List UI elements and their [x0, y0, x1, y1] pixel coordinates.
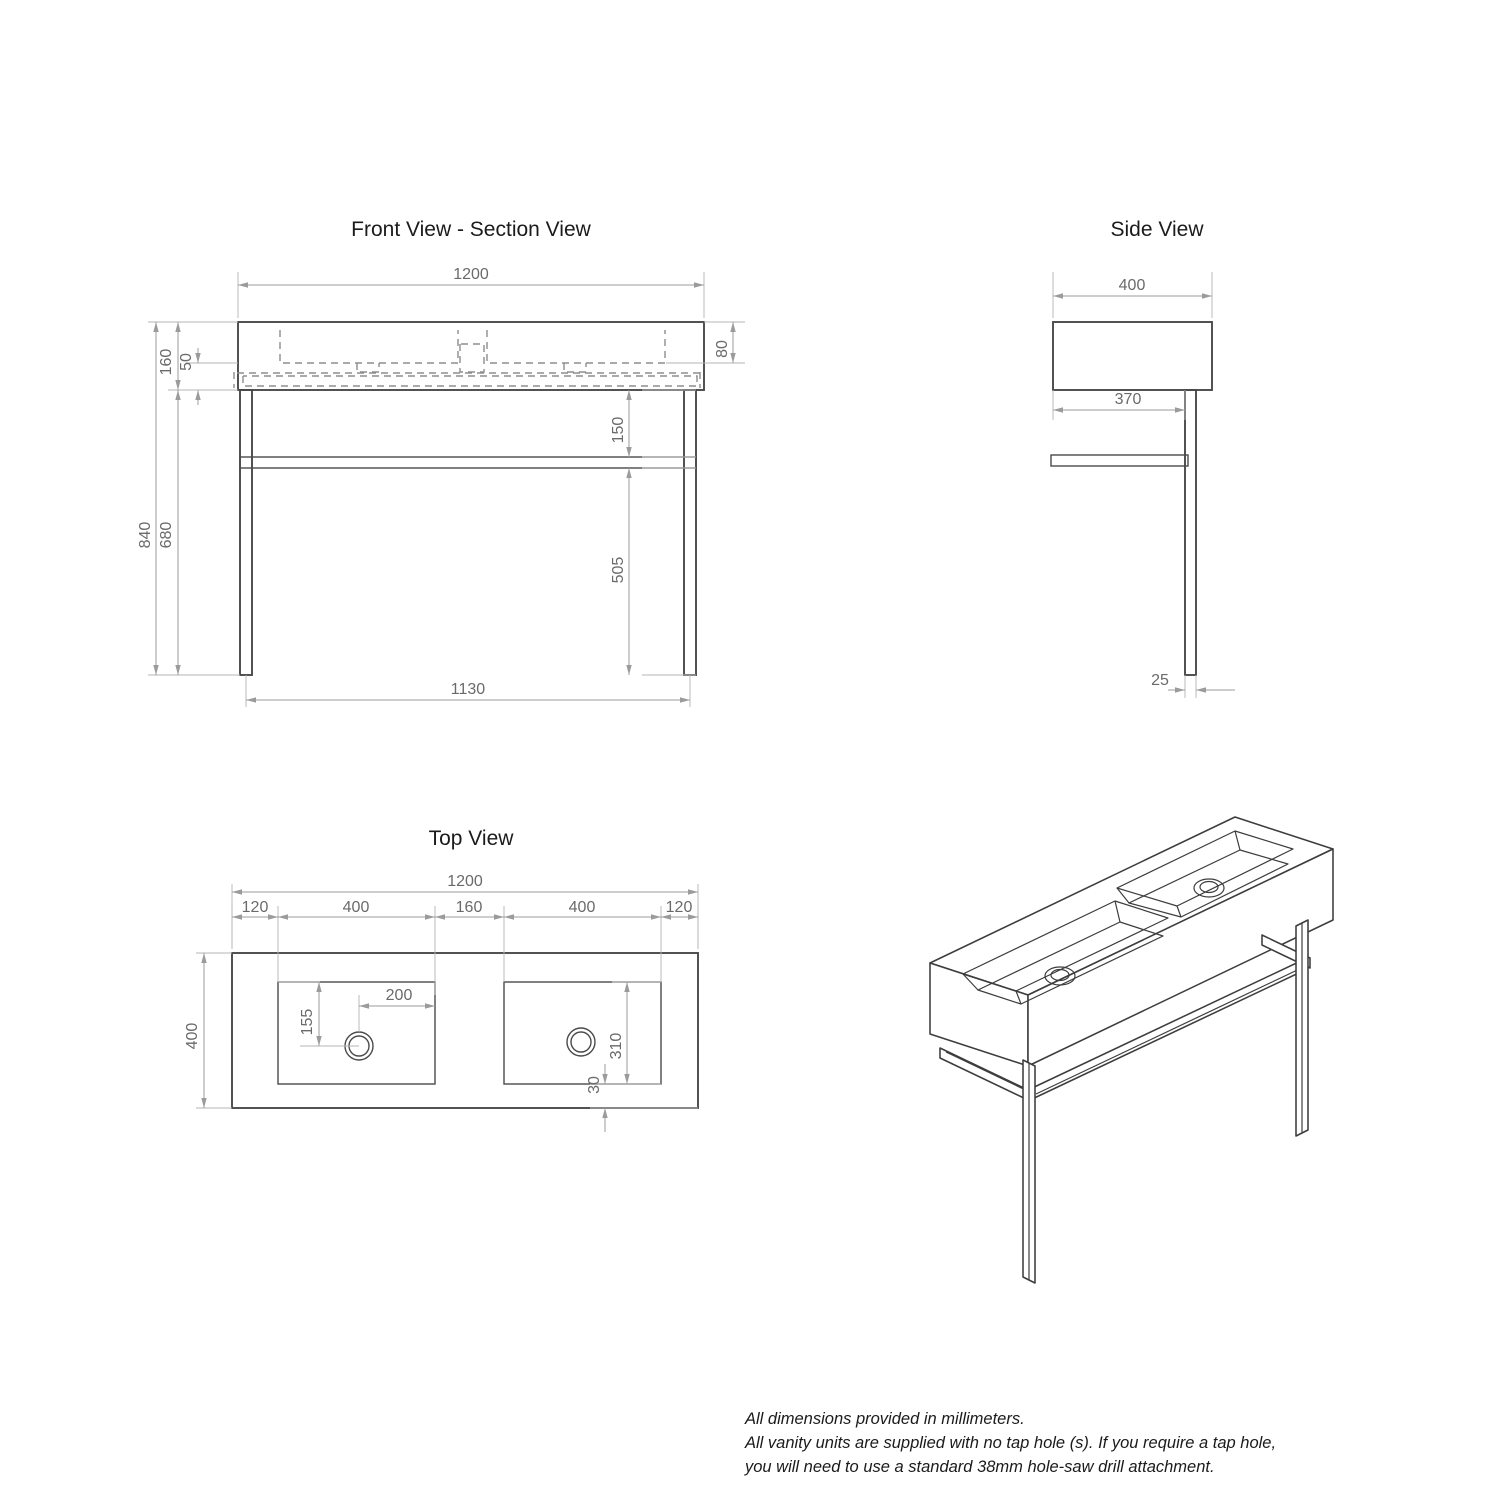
iso-right-basin-floor	[1128, 849, 1289, 918]
isometric-view-group	[929, 816, 1334, 1284]
front-dim-1130-label: 1130	[451, 681, 486, 698]
side-view-group: Side View 400 370 25	[1050, 218, 1235, 698]
front-dim-840-label: 840	[137, 522, 154, 549]
front-dim-rail-to-floor: 505	[610, 467, 696, 676]
note-line-2: All vanity units are supplied with no ta…	[744, 1434, 1276, 1452]
top-left-basin	[277, 981, 436, 1085]
top-dim-400-depth-label: 400	[184, 1023, 201, 1050]
front-dim-leg-span: 1130	[245, 675, 691, 707]
hidden-right-drain	[563, 363, 587, 373]
iso-left-basin-floor	[977, 921, 1164, 1005]
iso-left-basin-wall-b	[1114, 900, 1121, 923]
top-right-basin	[503, 981, 662, 1085]
iso-right-basin-rim	[1116, 830, 1294, 907]
hidden-underside-rebate	[242, 375, 698, 387]
front-dim-80-label: 80	[714, 340, 731, 358]
front-view-title: Front View - Section View	[351, 218, 591, 241]
top-dim-left-margin-label: 120	[242, 899, 269, 916]
front-dim-160-label: 160	[158, 349, 175, 376]
iso-right-basin-wall-a	[1116, 887, 1130, 904]
front-dim-505-label: 505	[610, 557, 627, 584]
notes-block: All dimensions provided in millimeters. …	[744, 1410, 1276, 1476]
side-dim-400-label: 400	[1119, 277, 1146, 294]
side-dim-shelf-depth: 370	[1052, 390, 1186, 420]
front-dim-1200-label: 1200	[453, 266, 489, 283]
hidden-left-drain	[356, 363, 380, 373]
front-dim-680-label: 680	[158, 522, 175, 549]
top-dim-right-margin-label: 120	[666, 899, 693, 916]
iso-right-drain-outer	[1193, 878, 1225, 898]
side-shelf-rail	[1050, 454, 1189, 467]
top-view-group: Top View 1200	[184, 827, 699, 1132]
front-dim-leg-height: 680	[158, 389, 240, 676]
hidden-left-basin	[279, 330, 459, 364]
top-counter-outline	[231, 952, 699, 1109]
front-hidden-basin-outlines	[233, 330, 704, 388]
iso-left-basin-wall-c	[1015, 990, 1022, 1005]
top-dim-right-basin-label: 400	[569, 899, 596, 916]
side-counter-body	[1052, 321, 1213, 391]
iso-rail-back-edge	[1035, 963, 1311, 1095]
top-dim-1200-label: 1200	[447, 873, 483, 890]
iso-left-basin-rim	[962, 900, 1169, 992]
top-view-title: Top View	[429, 827, 515, 850]
iso-right-basin-wall-b	[1234, 830, 1241, 851]
top-dim-front-margin: 30	[586, 1064, 698, 1132]
top-dim-drain-from-rear: 155	[278, 981, 359, 1047]
top-dim-30-label: 30	[586, 1076, 603, 1094]
front-view-group: Front View - Section View	[137, 218, 745, 707]
top-dim-width-chain: 120 400 160 400 120	[231, 899, 699, 982]
iso-left-drain-outer	[1044, 966, 1076, 986]
side-dim-25-label: 25	[1151, 672, 1169, 689]
top-dim-155-label: 155	[299, 1009, 316, 1036]
top-dim-left-basin-label: 400	[343, 899, 370, 916]
top-right-drain-inner	[570, 1031, 592, 1053]
note-line-3: you will need to use a standard 38mm hol…	[744, 1458, 1215, 1476]
hidden-center-waste	[459, 343, 485, 373]
front-dim-150-label: 150	[610, 417, 627, 444]
iso-left-basin-wall-a	[962, 973, 979, 991]
side-dim-370-label: 370	[1115, 391, 1142, 408]
side-view-title: Side View	[1110, 218, 1204, 241]
top-right-drain-outer	[566, 1027, 596, 1057]
front-counter-body	[237, 321, 705, 391]
front-dim-top-to-rail: 150	[610, 389, 696, 458]
iso-counter-right-face	[1027, 848, 1334, 1067]
front-dim-top-thickness: 80	[666, 321, 745, 364]
iso-right-basin-wall-c	[1176, 905, 1182, 918]
iso-right-drain-inner	[1199, 880, 1219, 894]
top-dim-depth: 400	[184, 952, 232, 1109]
hidden-right-basin	[486, 330, 666, 364]
top-dim-drain-from-left: 200	[358, 982, 436, 1032]
iso-left-drain-inner	[1050, 968, 1070, 982]
top-dim-200-label: 200	[386, 987, 413, 1004]
front-dim-total-height: 840	[137, 321, 240, 676]
iso-rail-left-back-edge	[945, 1051, 1035, 1095]
top-dim-center-span-label: 160	[456, 899, 483, 916]
top-dim-310-label: 310	[608, 1033, 625, 1060]
front-dim-50-label: 50	[178, 353, 195, 371]
side-dim-leg-thickness: 25	[1151, 672, 1235, 698]
front-dim-overall-width: 1200	[237, 266, 705, 318]
side-leg	[1184, 389, 1197, 676]
side-dim-depth: 400	[1052, 272, 1213, 318]
front-rail	[239, 456, 697, 469]
note-line-1: All dimensions provided in millimeters.	[744, 1410, 1025, 1428]
